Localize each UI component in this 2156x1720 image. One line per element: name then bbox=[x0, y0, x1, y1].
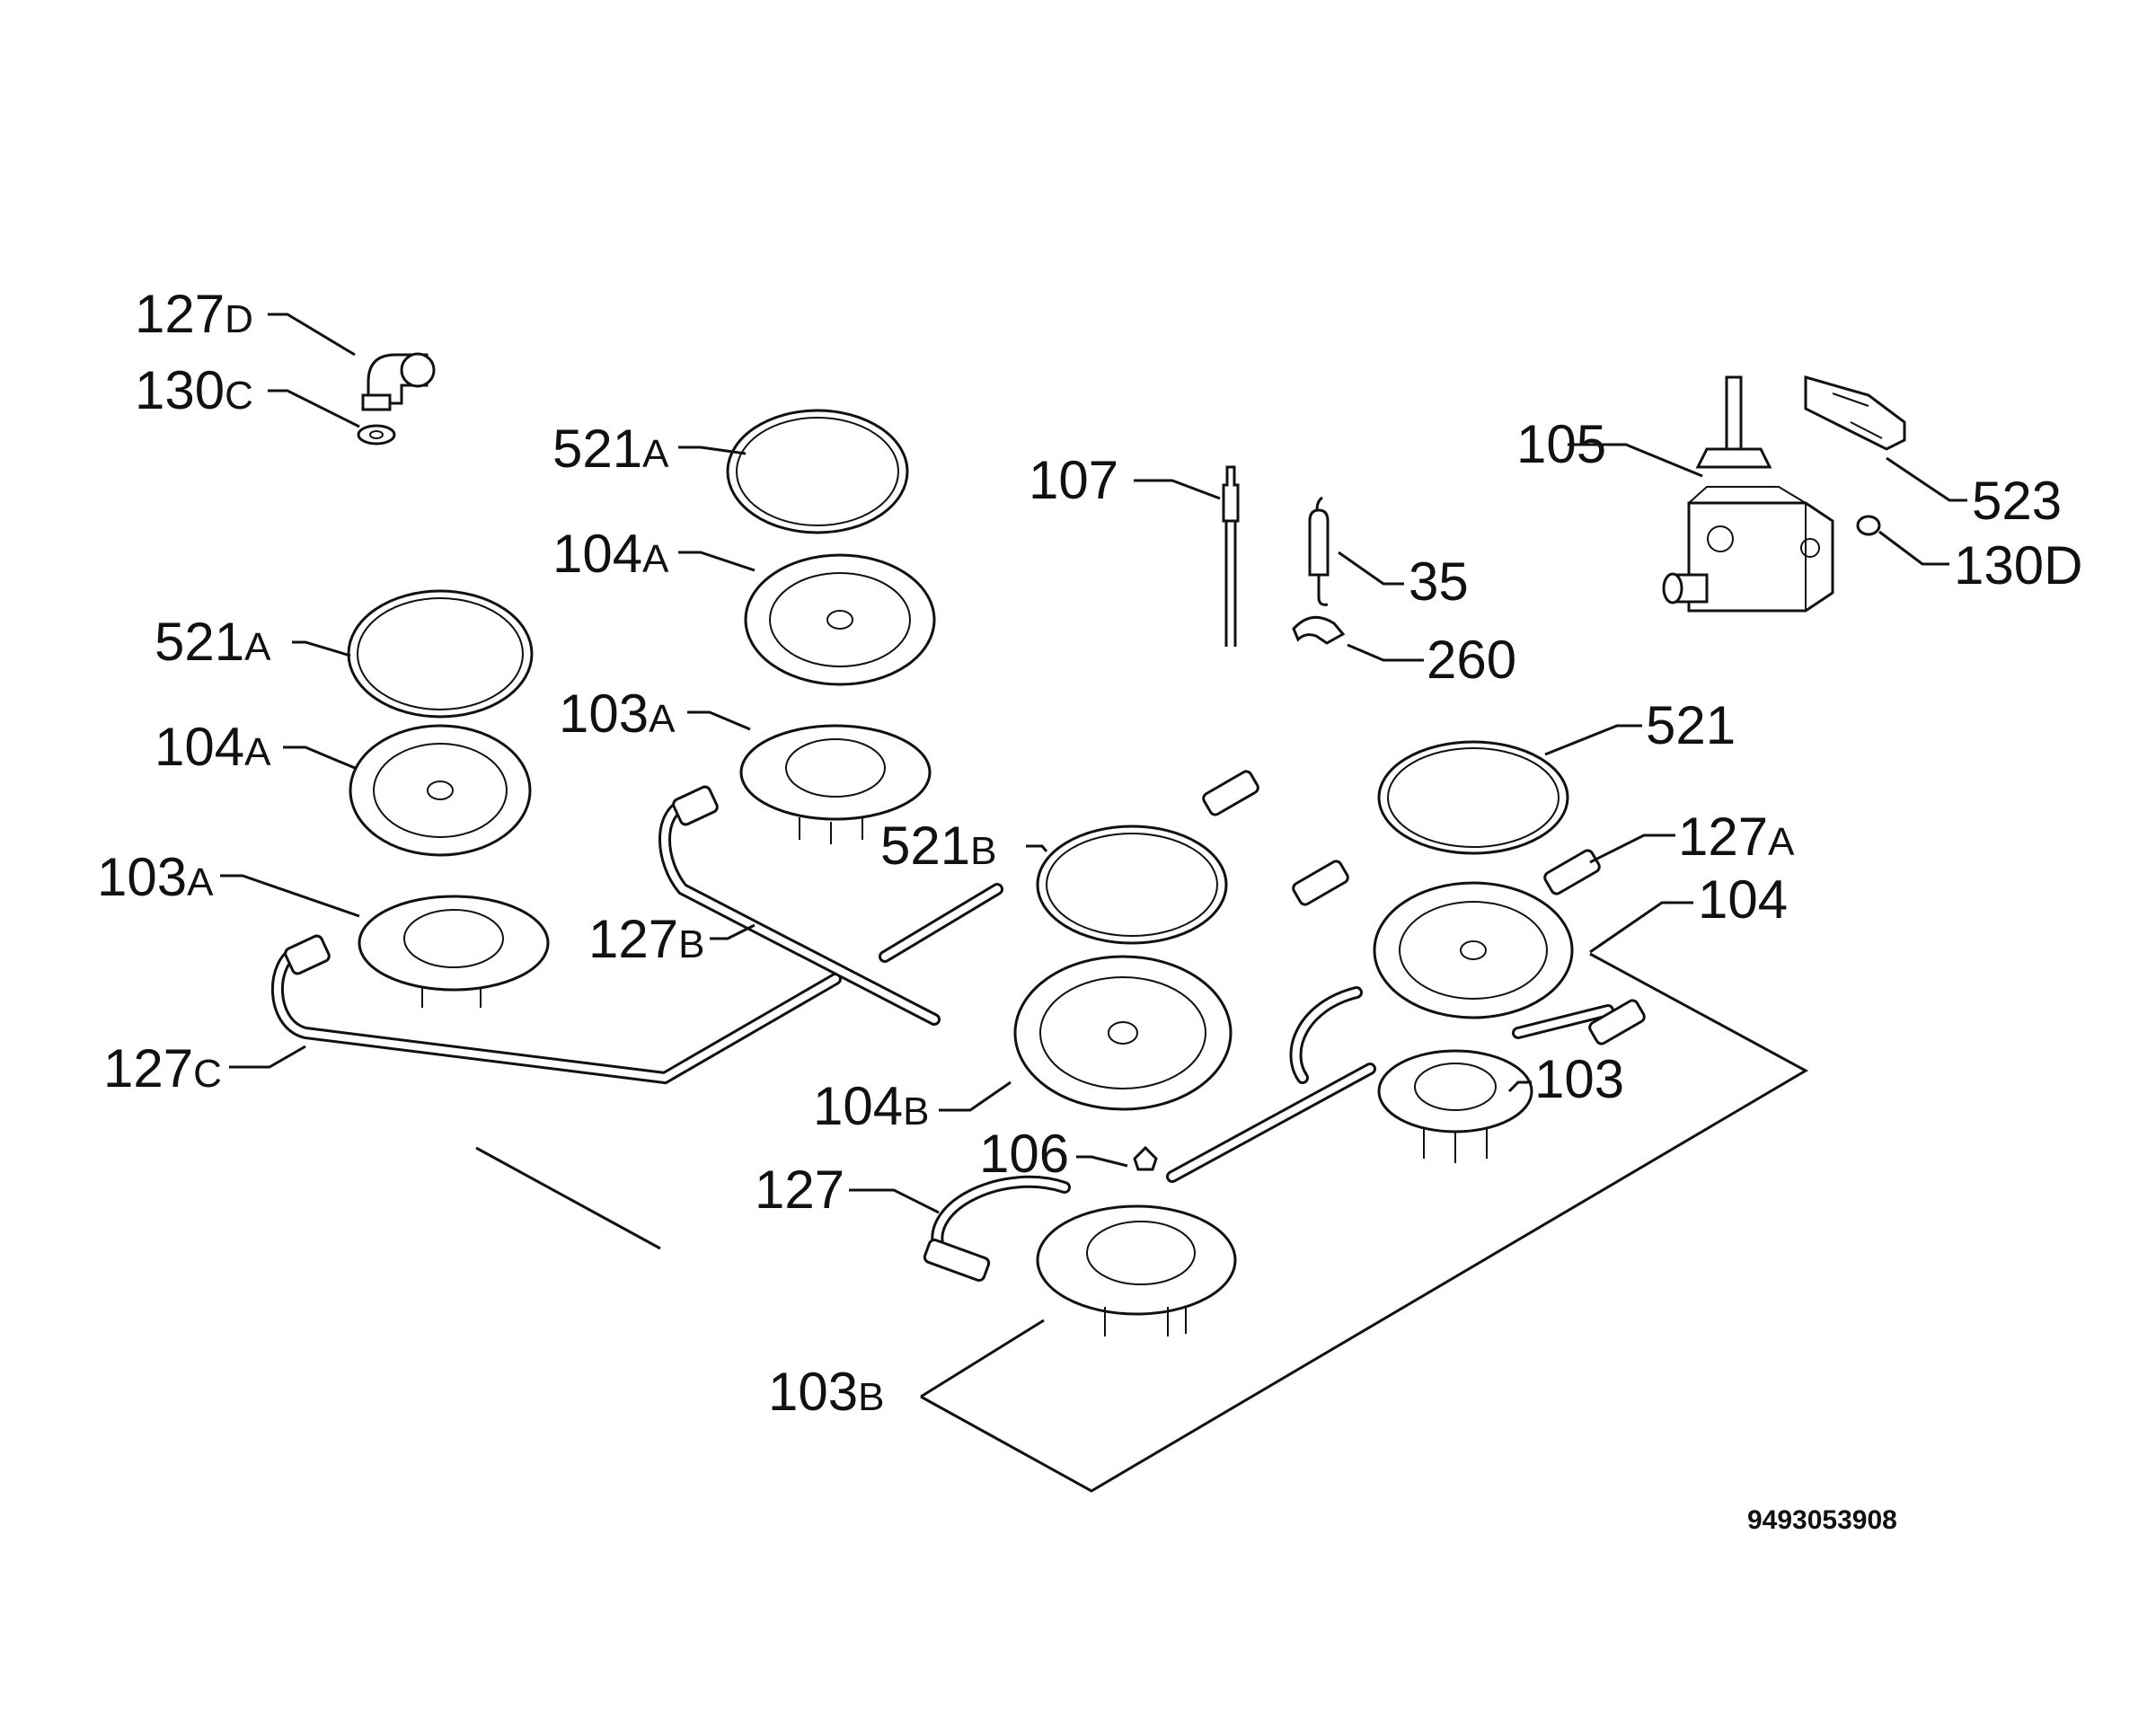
label-103: 103 bbox=[1534, 1049, 1624, 1109]
label-127: 127 bbox=[755, 1160, 844, 1220]
gas-valve bbox=[1662, 375, 1906, 613]
document-number: 9493053908 bbox=[1747, 1505, 1897, 1535]
label-104A-left: 104A bbox=[155, 717, 271, 777]
label-130D: 130D bbox=[1954, 535, 2082, 595]
label-35: 35 bbox=[1409, 551, 1469, 612]
part-labels: 127D 130C 521A 104A 103A 521A 104A 103A … bbox=[97, 284, 2082, 1422]
label-127C: 127C bbox=[103, 1038, 222, 1098]
label-260: 260 bbox=[1427, 630, 1516, 690]
label-103A-top: 103A bbox=[559, 684, 676, 744]
label-521A-top: 521A bbox=[552, 419, 669, 479]
hob-outline bbox=[475, 952, 1809, 1493]
ignition-electrode bbox=[1292, 496, 1346, 645]
label-523: 523 bbox=[1972, 471, 2062, 531]
burner-left bbox=[347, 589, 550, 1008]
label-104: 104 bbox=[1698, 869, 1788, 930]
burner-top-left bbox=[726, 409, 936, 844]
fittings bbox=[284, 770, 1646, 1282]
burner-center bbox=[1013, 825, 1233, 1111]
label-127A: 127A bbox=[1678, 807, 1795, 867]
label-127D: 127D bbox=[135, 284, 253, 344]
label-521A-left: 521A bbox=[155, 612, 271, 672]
leader-lines bbox=[220, 313, 1967, 1398]
label-103B: 103B bbox=[768, 1362, 884, 1422]
label-104A-top: 104A bbox=[552, 524, 669, 584]
label-107: 107 bbox=[1029, 450, 1118, 510]
label-105: 105 bbox=[1516, 414, 1606, 474]
thermocouple bbox=[1222, 465, 1240, 647]
burner-right bbox=[1373, 740, 1574, 1163]
label-103A-left: 103A bbox=[97, 847, 214, 907]
label-521B: 521B bbox=[880, 816, 996, 876]
label-106: 106 bbox=[979, 1124, 1069, 1184]
label-127B: 127B bbox=[588, 909, 704, 969]
label-130C: 130C bbox=[135, 360, 253, 420]
elbow-fitting bbox=[357, 352, 436, 445]
burner-bottom bbox=[1036, 1145, 1237, 1336]
label-521: 521 bbox=[1646, 695, 1736, 755]
label-104B: 104B bbox=[813, 1076, 929, 1136]
